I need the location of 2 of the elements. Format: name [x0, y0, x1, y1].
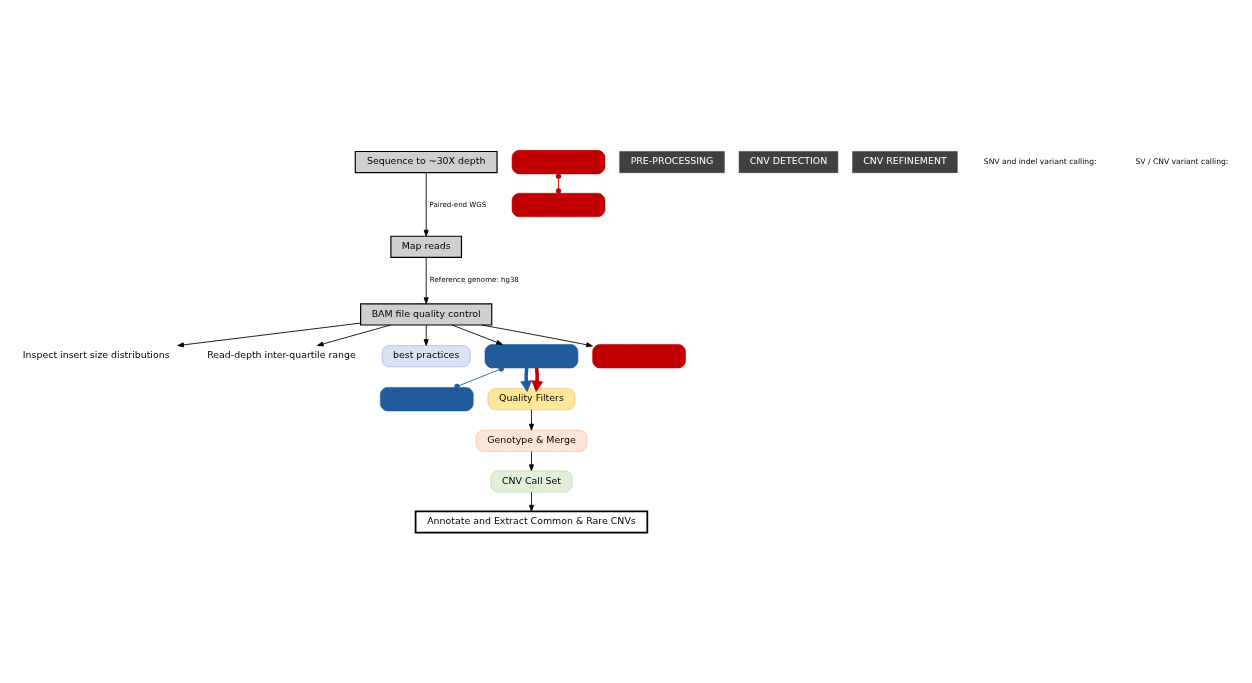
- node-text: Read-depth inter-quartile range: [207, 349, 356, 361]
- node-text: Inspect insert size distributions: [22, 349, 170, 361]
